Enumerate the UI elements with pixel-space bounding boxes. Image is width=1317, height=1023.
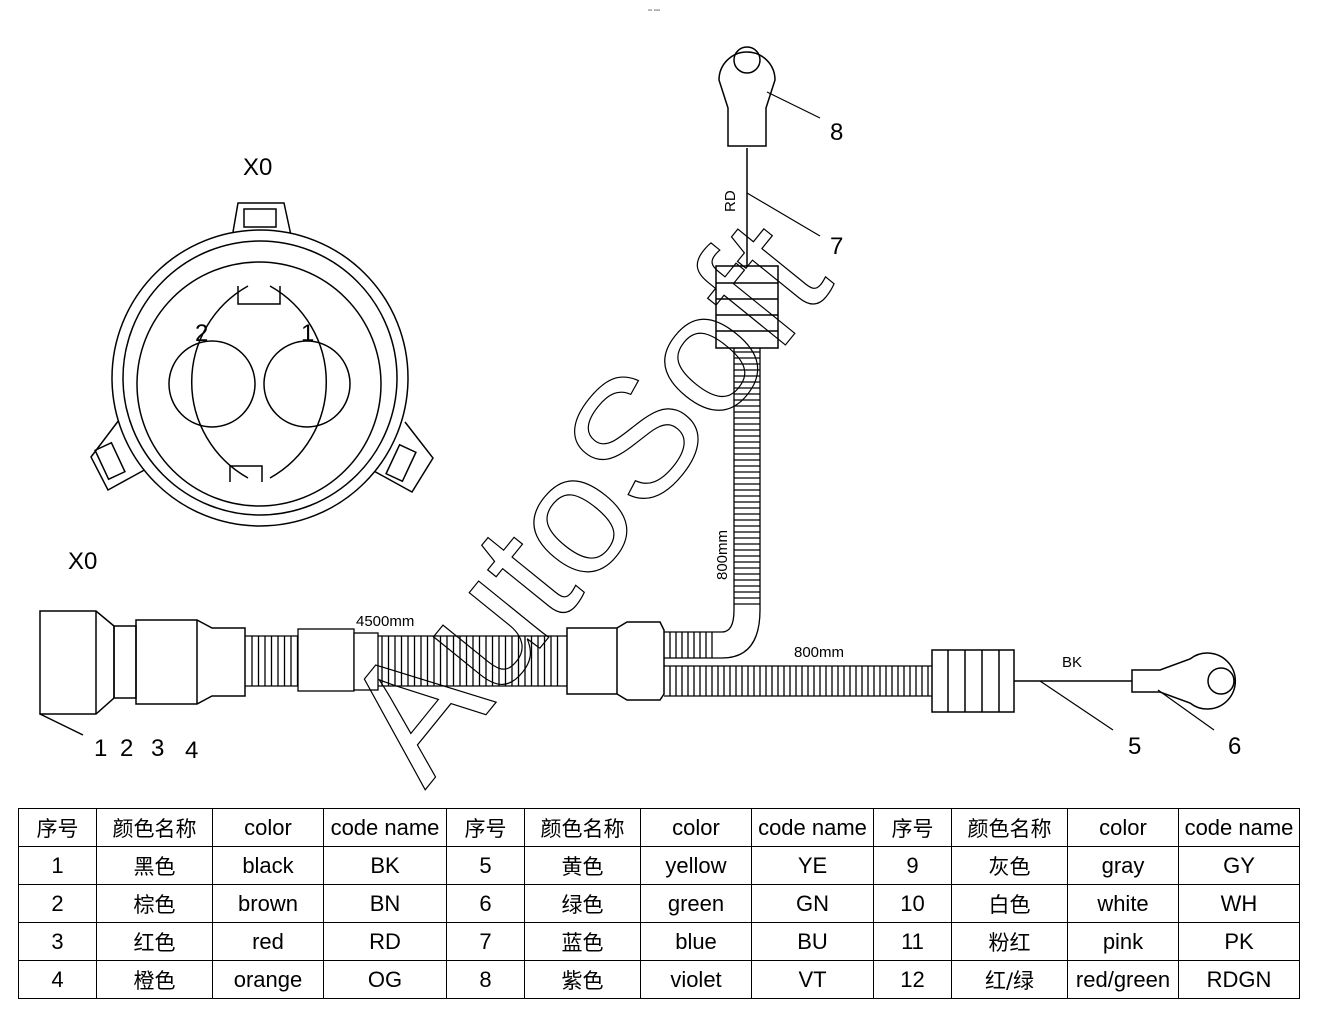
callout-7: 7 <box>830 233 843 260</box>
table-cell: WH <box>1178 884 1300 923</box>
table-cell: 8 <box>446 960 525 999</box>
table-cell: 6 <box>446 884 525 923</box>
table-cell: brown <box>212 884 324 923</box>
main-length-label: 4500mm <box>356 613 414 630</box>
table-cell: white <box>1067 884 1179 923</box>
table-cell: 红色 <box>96 922 213 961</box>
front-pin-label-2: 2 <box>195 320 208 347</box>
table-cell: BU <box>751 922 874 961</box>
header-index: 序号 <box>446 808 525 847</box>
junction-block <box>566 621 665 701</box>
table-cell: 4 <box>18 960 97 999</box>
table-cell: violet <box>640 960 752 999</box>
table-header-row: 序号 颜色名称 color code name 序号 颜色名称 color co… <box>18 808 1300 847</box>
callout-6: 6 <box>1228 733 1241 760</box>
table-cell: red/green <box>1067 960 1179 999</box>
main-conduit <box>245 628 567 692</box>
side-pin-number-3: 3 <box>151 735 164 762</box>
branch-up-length-label: 800mm <box>714 530 731 580</box>
header-mark: ▫▫ ▫▫▫ <box>648 8 660 14</box>
table-cell: black <box>212 846 324 885</box>
header-color: color <box>212 808 324 847</box>
table-cell: 绿色 <box>524 884 641 923</box>
table-cell: 5 <box>446 846 525 885</box>
table-cell: yellow <box>640 846 752 885</box>
connector-front-view <box>90 202 434 527</box>
header-code-name: code name <box>323 808 447 847</box>
branch-right-conduit <box>664 665 932 697</box>
right-wire-and-ring-terminal <box>1014 652 1236 731</box>
table-cell: pink <box>1067 922 1179 961</box>
table-cell: 黄色 <box>524 846 641 885</box>
table-cell: RD <box>323 922 447 961</box>
table-cell: VT <box>751 960 874 999</box>
callout-8: 8 <box>830 119 843 146</box>
up-branch-sleeve <box>715 265 779 349</box>
table-cell: 7 <box>446 922 525 961</box>
table-cell: orange <box>212 960 324 999</box>
table-cell: red <box>212 922 324 961</box>
table-cell: gray <box>1067 846 1179 885</box>
table-cell: OG <box>323 960 447 999</box>
table-cell: YE <box>751 846 874 885</box>
table-cell: 灰色 <box>951 846 1068 885</box>
header-color: color <box>1067 808 1179 847</box>
header-color-name-zh: 颜色名称 <box>96 808 213 847</box>
harness-diagram: ▫▫ ▫▫▫ X0 2 1 X0 1 2 3 4 <box>39 8 1241 800</box>
connector-side-view <box>39 610 246 736</box>
table-cell: GY <box>1178 846 1300 885</box>
side-pin-number-4: 4 <box>185 737 198 764</box>
table-cell: blue <box>640 922 752 961</box>
header-index: 序号 <box>873 808 952 847</box>
table-cell: 橙色 <box>96 960 213 999</box>
side-pin-number-1: 1 <box>94 735 107 762</box>
table-cell: PK <box>1178 922 1300 961</box>
right-wire-code-label: BK <box>1062 654 1082 671</box>
side-pin-number-2: 2 <box>120 735 133 762</box>
wire-color-table: 序号 颜色名称 color code name 序号 颜色名称 color co… <box>18 808 1300 999</box>
autosoft-watermark: AutoSoft <box>306 187 864 800</box>
branch-up-conduit <box>664 348 761 659</box>
header-color-name-zh: 颜色名称 <box>951 808 1068 847</box>
table-cell: 蓝色 <box>524 922 641 961</box>
front-pin-label-1: 1 <box>301 320 314 347</box>
table-cell: 2 <box>18 884 97 923</box>
table-cell: GN <box>751 884 874 923</box>
table-cell: 红/绿 <box>951 960 1068 999</box>
branch-right-length-label: 800mm <box>794 644 844 661</box>
table-cell: green <box>640 884 752 923</box>
table-cell: 12 <box>873 960 952 999</box>
connector-front-title: X0 <box>243 154 272 181</box>
header-code-name: code name <box>1178 808 1300 847</box>
up-wire-code-label: RD <box>722 190 739 212</box>
table-cell: 3 <box>18 922 97 961</box>
table-cell: 10 <box>873 884 952 923</box>
header-color-name-zh: 颜色名称 <box>524 808 641 847</box>
table-cell: BN <box>323 884 447 923</box>
table-cell: 紫色 <box>524 960 641 999</box>
right-branch-sleeve <box>931 649 1015 713</box>
header-index: 序号 <box>18 808 97 847</box>
header-code-name: code name <box>751 808 874 847</box>
up-wire-and-ring-terminal <box>718 46 821 266</box>
table-cell: 粉红 <box>951 922 1068 961</box>
table-cell: 9 <box>873 846 952 885</box>
header-color: color <box>640 808 752 847</box>
table-cell: 黑色 <box>96 846 213 885</box>
table-cell: 11 <box>873 922 952 961</box>
table-cell: 棕色 <box>96 884 213 923</box>
table-cell: 白色 <box>951 884 1068 923</box>
connector-side-title: X0 <box>68 548 97 575</box>
table-cell: 1 <box>18 846 97 885</box>
table-cell: BK <box>323 846 447 885</box>
callout-5: 5 <box>1128 733 1141 760</box>
table-cell: RDGN <box>1178 960 1300 999</box>
